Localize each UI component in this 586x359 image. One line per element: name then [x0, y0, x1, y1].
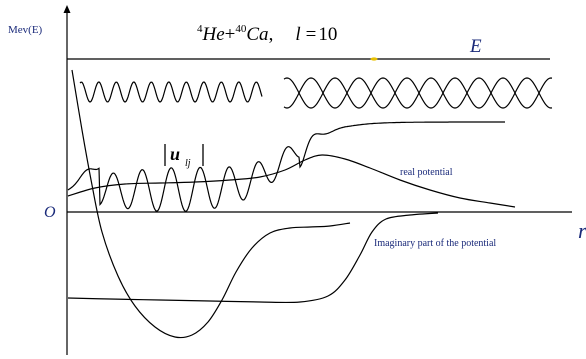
free-wave-left: [79, 81, 263, 103]
x-axis-label: r: [578, 218, 586, 243]
title-nucleus-b: Ca: [246, 24, 268, 45]
free-wave-right-b: [283, 77, 553, 109]
zero-label: O: [44, 204, 56, 221]
y-axis-arrow-icon: [63, 5, 71, 13]
real-potential-barrier-curve: [67, 154, 516, 208]
energy-label: E: [469, 36, 482, 57]
title-mass-b: 40: [235, 23, 247, 35]
y-axis-label: Mev(E): [8, 24, 43, 36]
reaction-title: 4He+40Ca, l =10: [197, 23, 337, 45]
title-comma: ,: [269, 24, 274, 45]
imaginary-potential-label: Imaginary part of the potential: [374, 238, 496, 249]
real-potential-label: real potential: [400, 167, 453, 178]
free-wave-right-a: [283, 77, 553, 109]
real-potential-well-curve: [71, 69, 351, 339]
title-l-value: 10: [318, 24, 337, 45]
wavefunction-symbol: u: [170, 144, 180, 164]
title-nucleus-a: He: [202, 24, 225, 45]
title-plus: +: [225, 24, 236, 45]
wavefunction-curve: [67, 121, 505, 212]
title-mass-a: 4: [197, 23, 203, 35]
title-l-symbol: l: [295, 24, 300, 45]
energy-line-marker: [370, 57, 378, 61]
imaginary-potential-curve: [67, 212, 439, 304]
title-equals: =: [306, 24, 317, 45]
wavefunction-subscript: lj: [185, 158, 191, 169]
